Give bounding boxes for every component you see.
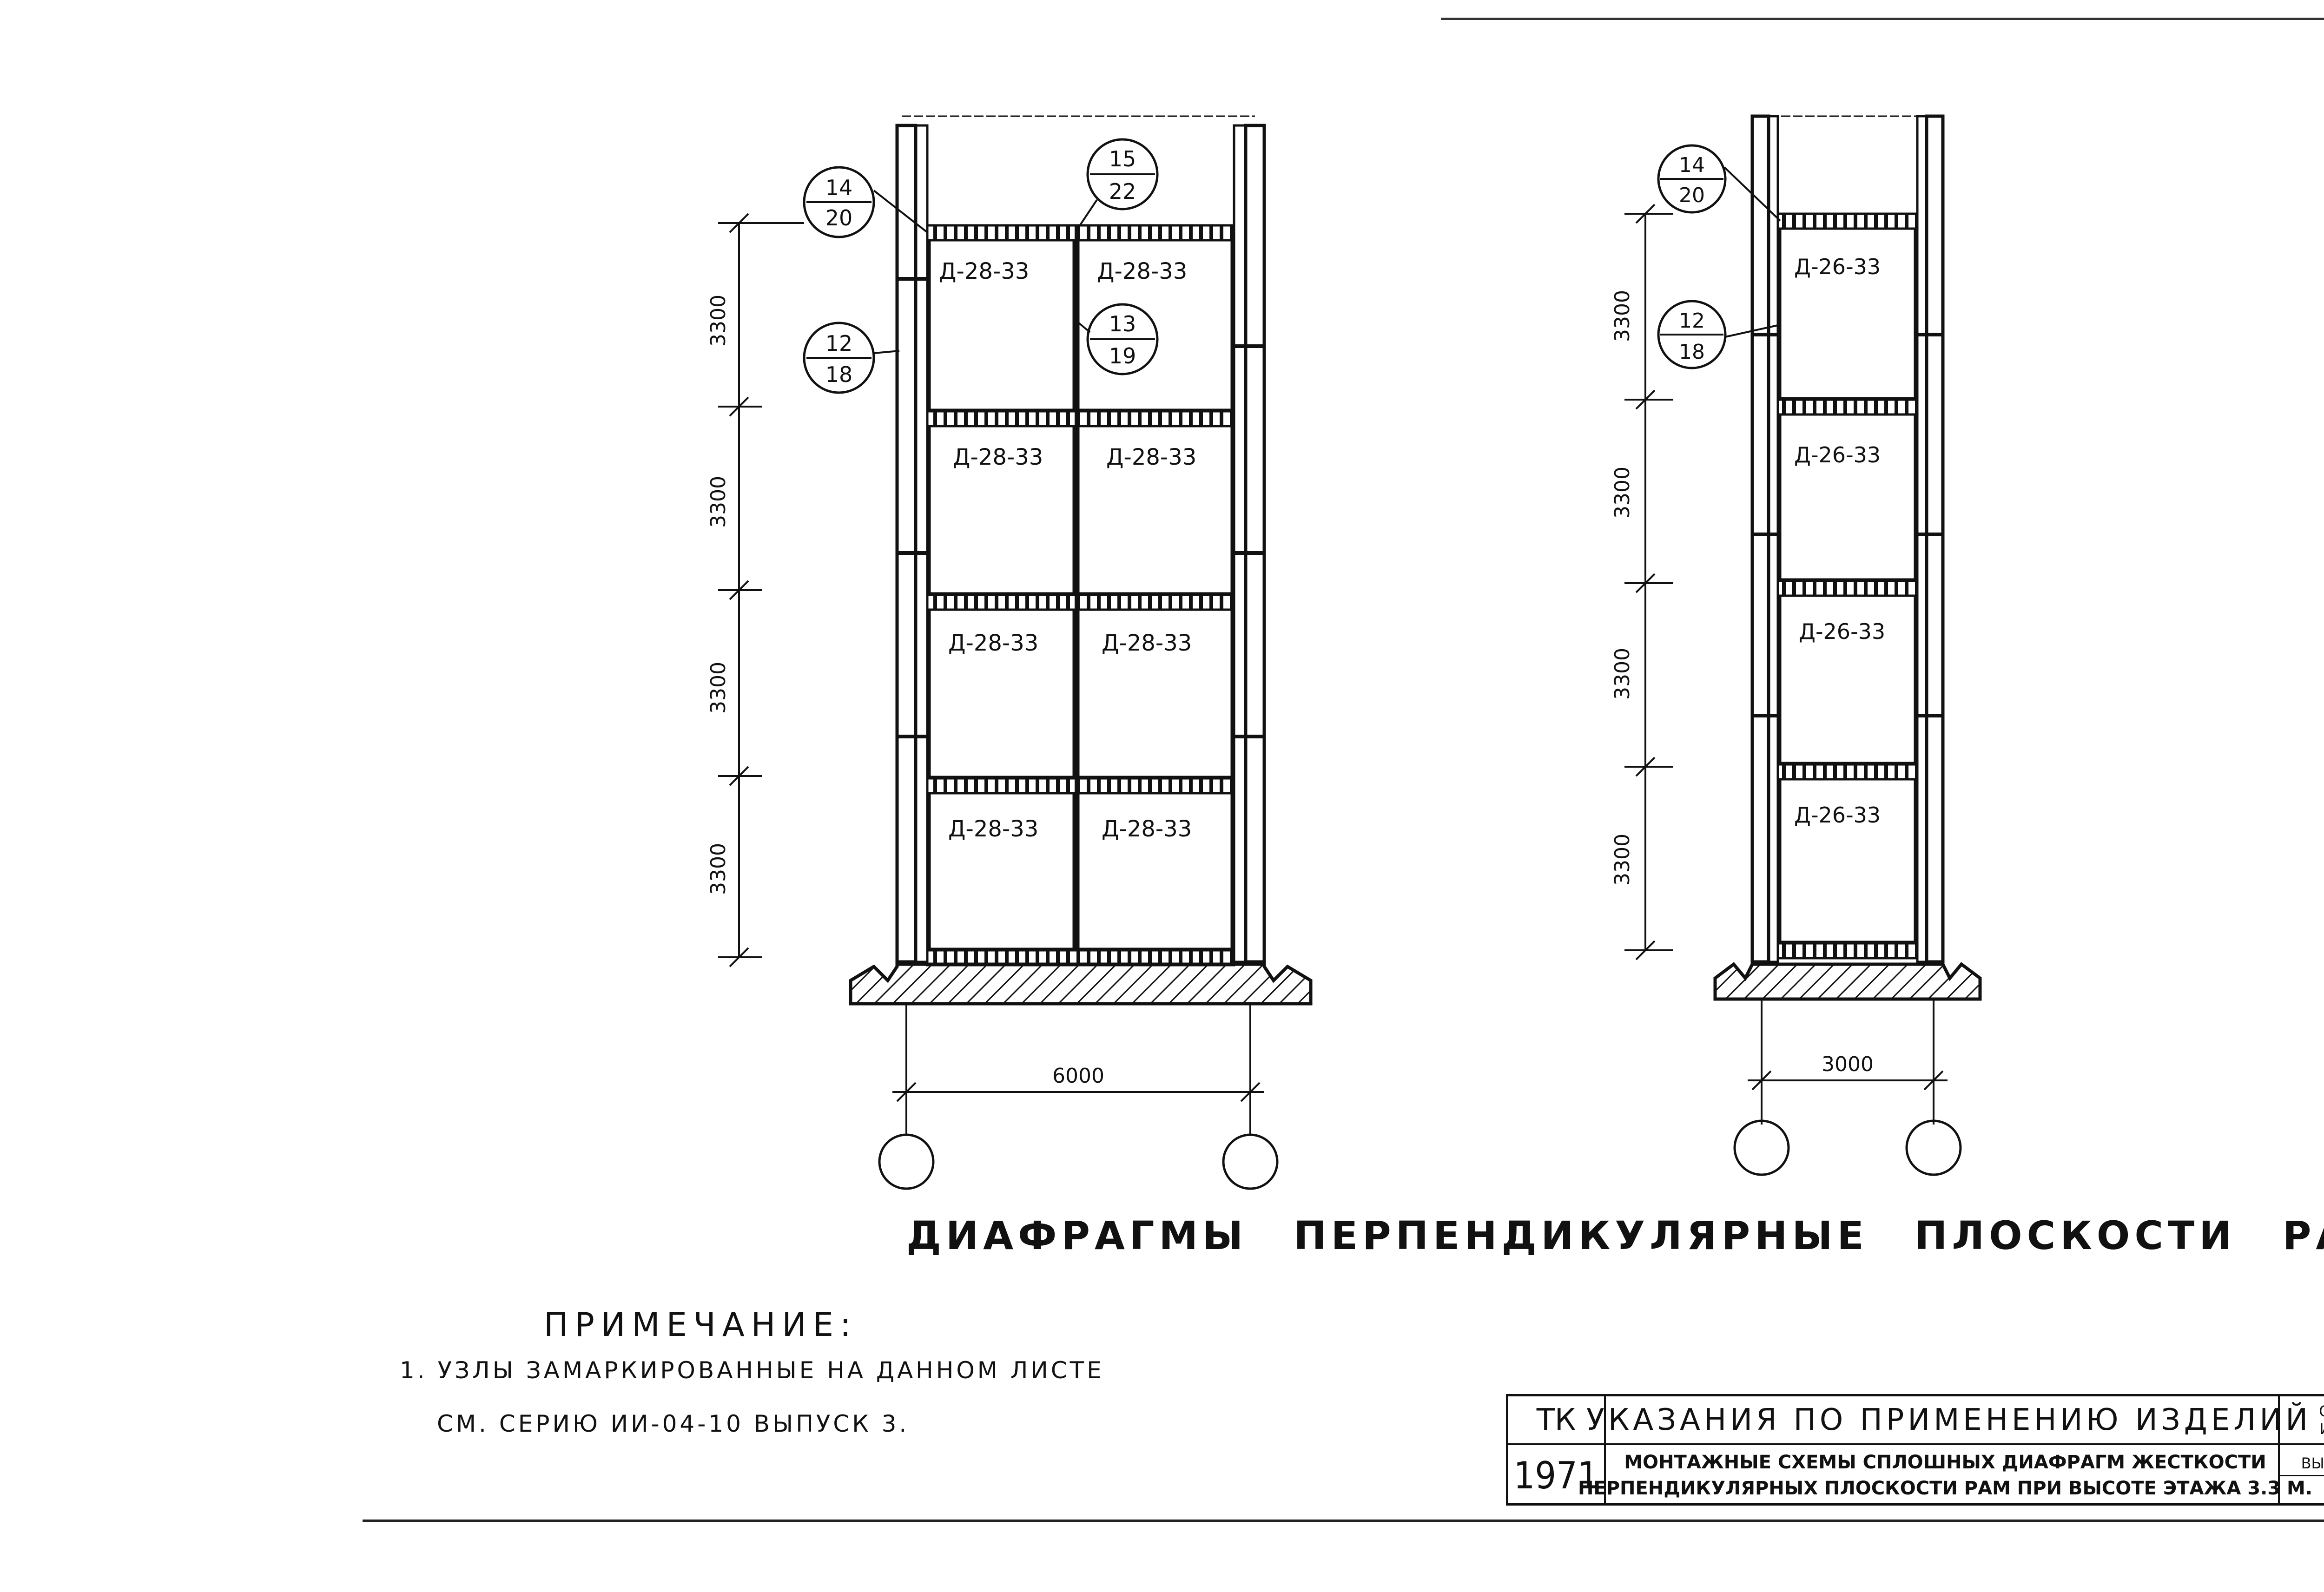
drawing-title: ДИАФРАГМЫ ПЕРПЕНДИКУЛЯРНЫЕ ПЛОСКОСТИ РАМ bbox=[906, 1213, 2324, 1258]
panel-grid bbox=[928, 225, 1233, 950]
callout-top: 13 bbox=[1109, 311, 1136, 336]
story-height-label: 3300 bbox=[1611, 467, 1634, 519]
stamp-description-line: ПЕРПЕНДИКУЛЯРНЫХ ПЛОСКОСТИ РАМ ПРИ ВЫСОТ… bbox=[1578, 1478, 2313, 1499]
callout-bottom: 22 bbox=[1109, 179, 1136, 204]
panel-label: Д-28-33 bbox=[948, 816, 1038, 842]
node-callout: 14 20 bbox=[1657, 144, 1781, 222]
stamp-series-label: СЕР bbox=[2319, 1402, 2324, 1420]
floor-beams bbox=[926, 224, 1235, 967]
callout-bottom: 20 bbox=[825, 205, 853, 230]
callout-bottom: 19 bbox=[1109, 343, 1136, 368]
right-column bbox=[1233, 124, 1266, 964]
panel-label: Д-26-33 bbox=[1794, 254, 1881, 279]
stamp-series: СЕР ИИ- bbox=[2280, 1396, 2324, 1445]
right-column bbox=[1916, 114, 1945, 964]
callout-top: 14 bbox=[825, 175, 853, 200]
note-line: СМ. СЕРИЮ ИИ-04-10 ВЫПУСК 3. bbox=[437, 1410, 910, 1437]
panel-label: Д-28-33 bbox=[1097, 258, 1187, 284]
stamp-issue-label: ВЫПУСК bbox=[2280, 1452, 2324, 1476]
panel-label: Д-26-33 bbox=[1794, 442, 1881, 467]
callout-top: 14 bbox=[1679, 153, 1705, 177]
left-column bbox=[1750, 114, 1779, 964]
foundation bbox=[1713, 962, 1982, 1001]
panel-label: Д-26-33 bbox=[1794, 803, 1881, 828]
axis-bubble bbox=[1222, 1133, 1279, 1190]
sheet-bottom-border bbox=[363, 1520, 2324, 1522]
floor-beams bbox=[1776, 212, 1919, 960]
sheet-top-border bbox=[1441, 18, 2324, 20]
span-label: 3000 bbox=[1822, 1053, 1874, 1076]
story-height-label: 3300 bbox=[706, 843, 730, 895]
story-height-label: 3300 bbox=[706, 662, 730, 714]
span-label: 6000 bbox=[1052, 1064, 1104, 1088]
story-height-label: 3300 bbox=[706, 295, 730, 347]
axis-bubble bbox=[878, 1133, 935, 1190]
note-heading: ПРИМЕЧАНИЕ: bbox=[544, 1306, 858, 1344]
panel-label: Д-28-33 bbox=[948, 630, 1038, 656]
left-frame-elevation: Д-28-33 Д-28-33 Д-28-33 Д-28-33 Д-28-33 … bbox=[706, 115, 1313, 1190]
stamp-title: УКАЗАНИЯ ПО ПРИМЕНЕНИЮ ИЗДЕЛИЙ bbox=[1586, 1396, 2308, 1445]
stamp-code: ТК bbox=[1508, 1396, 1606, 1445]
node-callout: 13 19 bbox=[1075, 303, 1159, 375]
stamp-series-value: ИИ- bbox=[2319, 1420, 2324, 1438]
node-callout: 12 18 bbox=[1657, 300, 1778, 369]
panel-label: Д-28-33 bbox=[1102, 816, 1192, 842]
panel-grid bbox=[1779, 227, 1916, 943]
callout-bottom: 18 bbox=[1679, 340, 1705, 364]
note-line: 1. УЗЛЫ ЗАМАРКИРОВАННЫЕ НА ДАННОМ ЛИСТЕ bbox=[400, 1357, 1104, 1384]
stamp-year: 1971 bbox=[1508, 1445, 1606, 1506]
panel-label: Д-26-33 bbox=[1799, 619, 1885, 644]
span-dimension bbox=[1748, 999, 1948, 1125]
node-callout: 15 22 bbox=[1077, 138, 1159, 229]
callout-top: 12 bbox=[825, 331, 853, 356]
callout-bottom: 18 bbox=[825, 362, 853, 387]
story-height-label: 3300 bbox=[1611, 648, 1634, 700]
span-dimension bbox=[892, 1004, 1264, 1134]
story-height-label: 3300 bbox=[1611, 290, 1634, 342]
height-dimensions bbox=[1624, 204, 1673, 960]
panel-label: Д-28-33 bbox=[1102, 630, 1192, 656]
story-height-label: 3300 bbox=[1611, 834, 1634, 886]
panel-label: Д-28-33 bbox=[953, 444, 1043, 470]
stamp-issue: ВЫПУСК 4 bbox=[2280, 1445, 2324, 1506]
story-height-label: 3300 bbox=[706, 476, 730, 528]
foundation bbox=[849, 962, 1313, 1006]
right-frame-elevation: Д-26-33 Д-26-33 Д-26-33 Д-26-33 14 20 12… bbox=[1611, 114, 1982, 1176]
left-column bbox=[895, 124, 929, 964]
panel-label: Д-28-33 bbox=[1106, 444, 1196, 470]
node-callout: 14 20 bbox=[803, 166, 928, 238]
title-block: ТК 1971 УКАЗАНИЯ ПО ПРИМЕНЕНИЮ ИЗДЕЛИЙ М… bbox=[1506, 1394, 2324, 1506]
callout-top: 15 bbox=[1109, 146, 1136, 171]
axis-bubble bbox=[1733, 1119, 1790, 1176]
node-callout: 12 18 bbox=[803, 322, 900, 394]
axis-bubble bbox=[1905, 1119, 1962, 1176]
callout-top: 12 bbox=[1679, 309, 1705, 333]
callout-bottom: 20 bbox=[1679, 184, 1705, 207]
panel-label: Д-28-33 bbox=[939, 258, 1029, 284]
stamp-description: МОНТАЖНЫЕ СХЕМЫ СПЛОШНЫХ ДИАФРАГМ ЖЕСТКО… bbox=[1578, 1445, 2312, 1506]
height-dimensions bbox=[718, 213, 804, 967]
stamp-description-line: МОНТАЖНЫЕ СХЕМЫ СПЛОШНЫХ ДИАФРАГМ ЖЕСТКО… bbox=[1624, 1452, 2266, 1473]
